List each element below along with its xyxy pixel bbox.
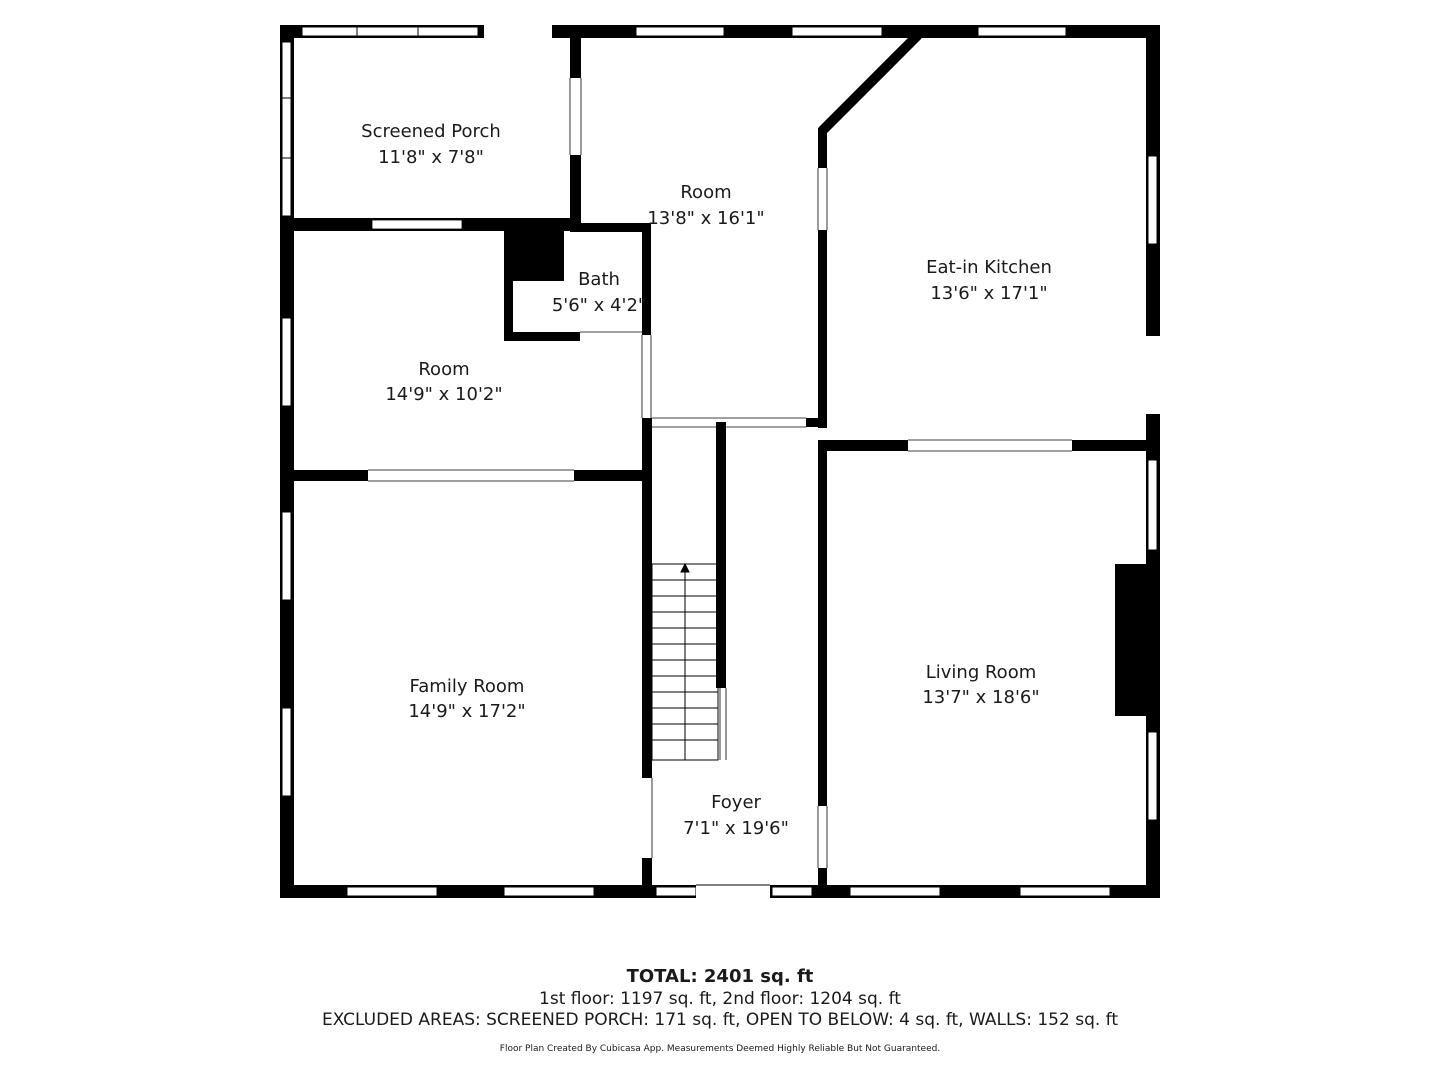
room-label-bath: Bath [578, 269, 620, 290]
opening-front-door [696, 885, 770, 898]
window-west-1 [281, 41, 292, 217]
wall-kitchen-living-right [1072, 440, 1158, 451]
wall-porch-east-top [570, 38, 581, 78]
room-dims-foyer: 7'1" x 19'6" [683, 818, 789, 839]
room-label-family-room: Family Room [410, 676, 525, 697]
wall-foyer-living-top [818, 440, 827, 806]
wall-room-kitchen-top [818, 128, 827, 168]
window-south-6 [1019, 886, 1111, 897]
wall-bath-top [570, 223, 650, 232]
window-west-4 [281, 707, 292, 797]
floor-plan: Screened Porch 11'8" x 7'8" Room 13'8" x… [280, 25, 1160, 898]
wall-foyer-living-bottom [818, 868, 827, 898]
room-dims-kitchen: 13'6" x 17'1" [930, 283, 1047, 304]
bath-chase [504, 231, 564, 281]
opening-east [1146, 336, 1160, 414]
window-south-1 [346, 886, 438, 897]
wall-family-foyer-bottom [642, 858, 652, 898]
window-south-3 [655, 886, 697, 897]
room-label-screened-porch: Screened Porch [361, 121, 501, 142]
opening-north [484, 25, 552, 38]
room-dims-room-north: 13'8" x 16'1" [647, 208, 764, 229]
staircase [651, 562, 719, 761]
room-dims-family-room: 14'9" x 17'2" [408, 701, 525, 722]
fireplace [1115, 564, 1149, 716]
window-north-2 [635, 26, 725, 37]
interior-openings [368, 78, 1072, 868]
wall-bath-west [504, 231, 513, 341]
room-dims-screened-porch: 11'8" x 7'8" [378, 147, 484, 168]
wall-room-kitchen-bottom [818, 230, 827, 428]
wall-bath-south [504, 332, 580, 341]
wall-porch-east-bottom [570, 155, 581, 227]
floor-areas: 1st floor: 1197 sq. ft, 2nd floor: 1204 … [539, 989, 901, 1009]
wall-diagonal [818, 31, 922, 135]
room-label-room-north: Room [680, 182, 731, 203]
wall-kitchen-living-left [818, 440, 908, 451]
wall-room-family-left [280, 470, 368, 481]
window-south-4 [771, 886, 813, 897]
wall-bath-east [642, 223, 651, 335]
window-porch-room [371, 219, 463, 230]
room-label-foyer: Foyer [711, 792, 761, 813]
window-west-3 [281, 511, 292, 601]
windows [281, 25, 1160, 898]
window-south-2 [503, 886, 595, 897]
wall-west [280, 25, 294, 898]
room-label-room-west: Room [418, 359, 469, 380]
window-north-4 [977, 26, 1067, 37]
credit-note: Floor Plan Created By Cubicasa App. Meas… [499, 1044, 941, 1054]
wall-family-foyer-top [642, 418, 652, 778]
room-dims-living-room: 13'7" x 18'6" [922, 687, 1039, 708]
stair-arrow-icon [680, 562, 690, 573]
wall-stair [716, 422, 726, 688]
room-label-kitchen: Eat-in Kitchen [926, 257, 1052, 278]
excluded-areas: EXCLUDED AREAS: SCREENED PORCH: 171 sq. … [321, 1010, 1119, 1030]
window-north-3 [791, 26, 883, 37]
room-label-living-room: Living Room [926, 662, 1037, 683]
window-south-5 [849, 886, 941, 897]
window-north-1 [301, 26, 479, 37]
window-east-2 [1147, 459, 1158, 551]
window-east-1 [1147, 155, 1158, 245]
total-area: TOTAL: 2401 sq. ft [626, 966, 814, 987]
wall-room-family-right [574, 470, 650, 481]
room-dims-room-west: 14'9" x 10'2" [385, 384, 502, 405]
window-west-2 [281, 317, 292, 407]
room-dims-bath: 5'6" x 4'2" [552, 295, 646, 316]
wall-hall-right [806, 418, 824, 427]
window-east-3 [1147, 731, 1158, 821]
